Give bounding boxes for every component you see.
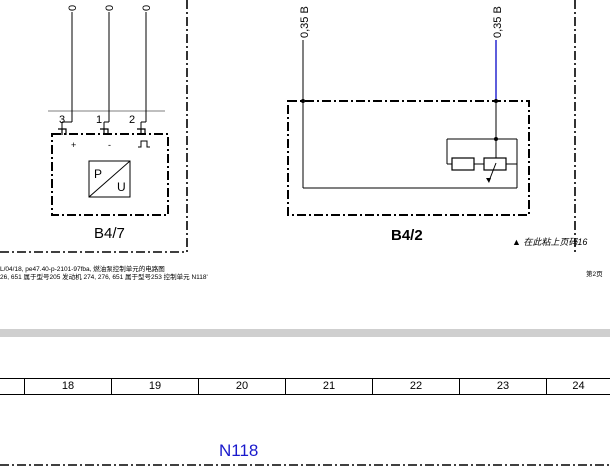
pin-label: 2 <box>129 114 135 126</box>
wire-label: 0 <box>104 5 116 11</box>
b4-7-box <box>51 133 169 216</box>
variable-resistor-icon <box>483 157 507 171</box>
arrow-head-icon <box>486 178 491 183</box>
resistor-icon <box>451 157 475 171</box>
left-boundary <box>0 0 188 253</box>
page-divider <box>0 329 610 337</box>
b4-2-box <box>287 100 530 216</box>
column-number: 20 <box>198 379 285 394</box>
pin-mark: + <box>71 140 76 150</box>
component-label-b4-7: B4/7 <box>94 225 125 242</box>
b4-7-wires <box>61 12 147 129</box>
footer-text: L/04/18, pe47.40-p-2101-97fba, 燃油泵控制单元的电… <box>0 266 208 281</box>
pin-mark: - <box>108 140 111 150</box>
column-number: 23 <box>459 379 546 394</box>
pin-label: 1 <box>96 114 102 126</box>
wire-label: 0 <box>141 5 153 11</box>
column-number: 19 <box>111 379 198 394</box>
pressure-sensor-icon <box>88 160 131 198</box>
column-ruler: 18 19 20 21 22 23 24 <box>0 378 610 395</box>
sensor-u: U <box>117 180 126 194</box>
column-number: 24 <box>546 379 610 394</box>
sensor-p: P <box>94 167 102 181</box>
wire-label: 0,35 B <box>492 6 504 38</box>
pin-label: 3 <box>59 114 65 126</box>
wire-label: 0 <box>67 5 79 11</box>
page-number: 第2页 <box>586 271 603 278</box>
column-number: 22 <box>372 379 459 394</box>
wire-label: 0,35 B <box>299 6 311 38</box>
pulse-symbol-icon <box>138 140 150 148</box>
b4-2-wires <box>302 40 518 189</box>
component-label-b4-2: B4/2 <box>391 227 423 244</box>
module-label-n118: N118 <box>219 441 259 460</box>
page-note: ▲ 在此粘上页码16 <box>512 237 588 247</box>
b4-7-wire-labels: 0 0 0 <box>67 5 153 11</box>
junction-dot <box>494 137 498 141</box>
column-number: 18 <box>24 379 111 394</box>
column-number: 21 <box>285 379 372 394</box>
footer-line: L/04/18, pe47.40-p-2101-97fba, 燃油泵控制单元的电… <box>0 266 165 273</box>
footer-line: 26, 651 属于型号205 发动机 274, 276, 651 属于型号25… <box>0 273 208 281</box>
